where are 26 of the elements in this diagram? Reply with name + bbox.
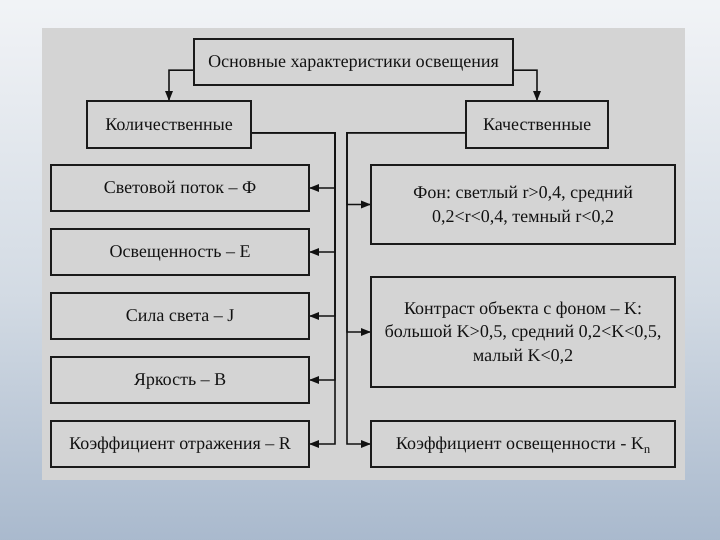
text-box bbox=[370, 276, 676, 388]
box-text: Основные характеристики освещения bbox=[208, 50, 499, 74]
box-text: Фон: светлый r>0,4, средний 0,2<r<0,4, темный r<0,2 bbox=[412, 181, 634, 228]
box-text: Освещенность – E bbox=[110, 240, 250, 264]
text-box bbox=[50, 356, 310, 404]
arrow-connector bbox=[514, 69, 541, 101]
text-box bbox=[86, 100, 252, 149]
text-box bbox=[50, 228, 310, 276]
arrow-connector bbox=[346, 132, 465, 448]
box-text: Коэффициент отражения – R bbox=[69, 432, 291, 456]
text-box bbox=[50, 420, 310, 468]
text-box bbox=[370, 164, 676, 245]
text-box bbox=[50, 164, 310, 212]
box-text: Сила света – J bbox=[126, 304, 234, 328]
arrow-connector bbox=[165, 69, 193, 101]
text-box bbox=[465, 100, 609, 149]
text-box bbox=[193, 38, 514, 86]
arrow-connector bbox=[252, 132, 336, 448]
box-text: Количественные bbox=[105, 112, 233, 136]
box-text: Световой поток – Ф bbox=[104, 176, 256, 200]
box-text: Контраст объекта с фоном – K: большой K>0,5, средний 0,2<K<0,5, малый K<0,2 bbox=[384, 296, 662, 367]
text-box bbox=[50, 292, 310, 340]
text-box bbox=[370, 420, 676, 468]
box-text: Качественные bbox=[482, 112, 592, 136]
box-text: Яркость – B bbox=[134, 368, 226, 392]
box-text: Коэффициент освещенности - K$_{n}$ bbox=[396, 432, 650, 456]
